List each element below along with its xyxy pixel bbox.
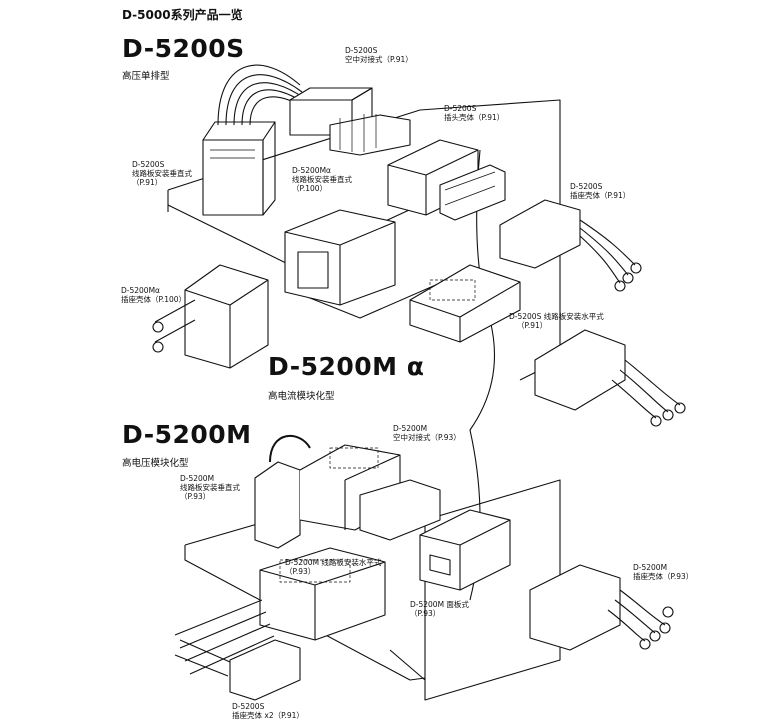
m-receptacle-right [529,564,674,651]
s-receptacle-right-upper [499,199,642,292]
series-subtitle-d5200m-alpha: 高电流模块化型 [268,391,335,402]
series-subtitle-d5200s: 高压单排型 [122,71,170,82]
m-pcb-horizontal-connector [174,547,386,675]
series-title-d5200m: D-5200M [122,420,252,449]
s-receptacle-x2 [174,639,301,701]
ma-pcb-vertical-box [284,209,396,306]
s-receptacle-right-middle [534,329,686,427]
page-title: D-5000系列产品一览 [122,8,243,22]
s-plug-shell [387,139,506,221]
m-cable-panel-connector [359,479,511,591]
series-title-d5200m-alpha: D-5200M α [268,352,425,381]
ma-receptacle [152,264,269,369]
s-pcb-vertical-connector [202,64,309,216]
callout-m-panel: D-5200M 面板式（P.93） [410,600,469,618]
callout-s-pcb-horizontal: D-5200S 线路板安装水平式（P.91） [509,312,604,330]
callout-m-pcb-horizontal: D-5200M 线路板安装水平式（P.93） [285,558,382,576]
s-cable-connector [289,87,411,156]
series-subtitle-d5200m: 高电压模块化型 [122,458,189,469]
series-title-d5200s: D-5200S [122,34,245,63]
s-pcb-horizontal-connector [409,264,521,343]
